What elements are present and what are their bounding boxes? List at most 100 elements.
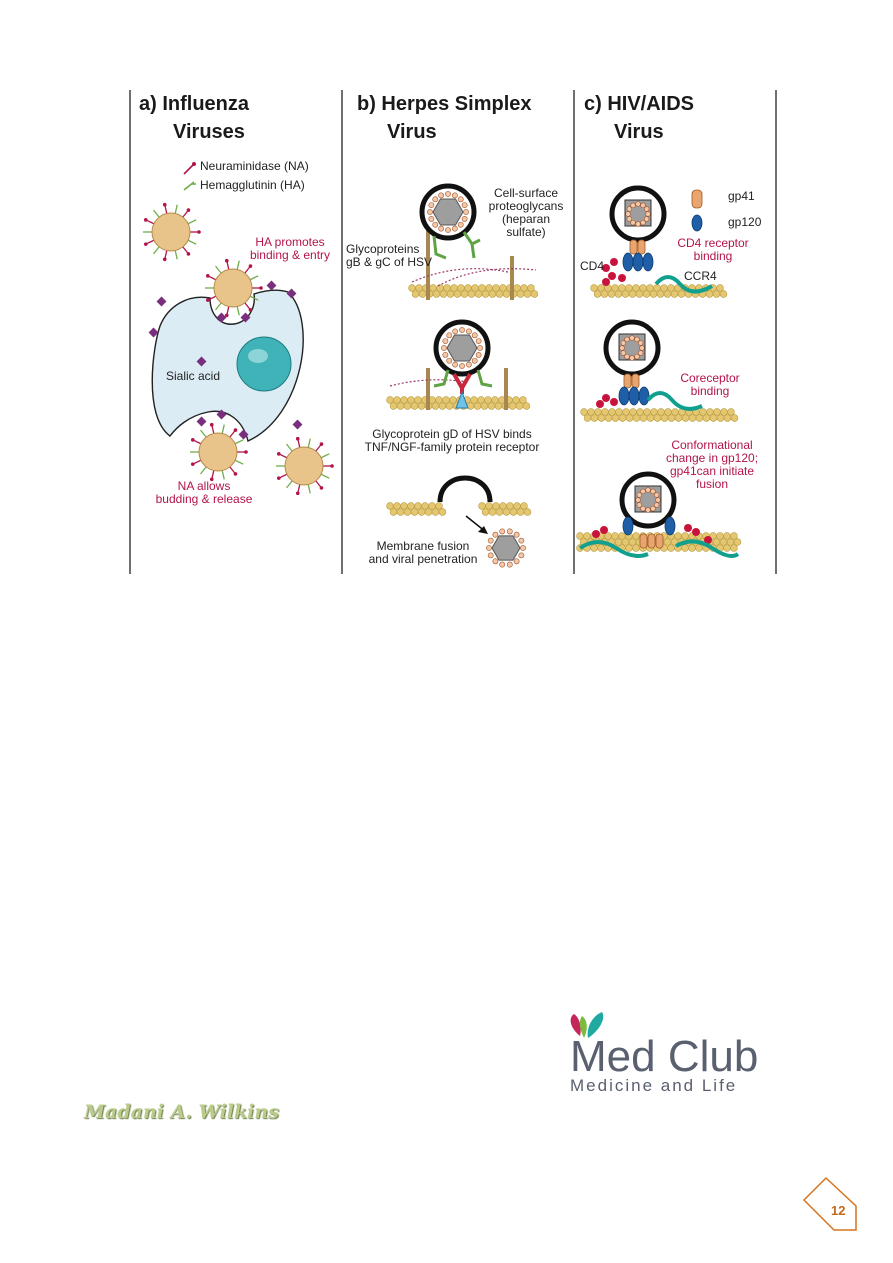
membrane xyxy=(386,502,447,516)
hsv-virion-attach xyxy=(419,183,477,241)
cd4-bead xyxy=(610,258,618,266)
coreceptor-line1: Coreceptor xyxy=(680,371,740,385)
gp120-marker xyxy=(622,252,634,272)
logo-name: Med Club xyxy=(570,1032,759,1081)
conf-line2: change in gp120; xyxy=(665,451,759,465)
cd4-bead xyxy=(602,278,610,286)
med-club-logo: Med Club Medicine and Life xyxy=(564,1008,784,1098)
hiv-graphics xyxy=(576,185,742,558)
sialic-acid-label: Sialic acid xyxy=(166,369,221,383)
hiv-virion-fusion xyxy=(619,471,677,529)
cd4-bead xyxy=(602,394,610,402)
panel-c-title: c) HIV/AIDS Virus xyxy=(584,90,694,146)
cd4-bead xyxy=(608,272,616,280)
cd4-bead xyxy=(684,524,692,532)
conformational-note: Conformational change in gp120; gp41can … xyxy=(662,439,762,491)
na-note-line2: budding & release xyxy=(155,492,253,506)
gp41-marker xyxy=(631,373,640,389)
panel-b-title-line2: Virus xyxy=(387,121,437,143)
cd4-bead xyxy=(600,526,608,534)
herpes-graphics xyxy=(386,183,539,568)
cd4-bead xyxy=(618,274,626,282)
cd4-binding-line2: binding xyxy=(693,249,733,263)
cell-surface-label: Cell-surface proteoglycans (heparan sulf… xyxy=(482,187,570,239)
panel-c-title-line2: Virus xyxy=(614,121,664,143)
ccr4-coreceptor xyxy=(675,539,740,558)
legend-neuraminidase: Neuraminidase (NA) xyxy=(200,159,309,173)
legend-hemagglutinin: Hemagglutinin (HA) xyxy=(200,178,305,192)
gp41-marker xyxy=(647,533,656,549)
ccr4-label: CCR4 xyxy=(684,269,717,283)
page-badge-shape xyxy=(802,1176,857,1231)
glyco-line2: gB & gC of HSV xyxy=(346,255,433,269)
coreceptor-note: Coreceptor binding xyxy=(672,372,748,398)
tnf-receptor xyxy=(455,390,469,409)
panel-b-title-line1: b) Herpes Simplex xyxy=(357,93,532,115)
gp41-marker xyxy=(639,533,648,549)
hsv-virion-binding xyxy=(433,319,491,377)
gp120-marker xyxy=(618,386,630,406)
glycoprotein-gc xyxy=(476,369,493,388)
gp120-marker xyxy=(642,252,654,272)
glyco-line1: Glycoproteins xyxy=(346,242,420,256)
panel-a-title-line1: a) Influenza xyxy=(139,93,250,115)
ccr4-coreceptor xyxy=(654,275,714,294)
ccr4-coreceptor xyxy=(578,540,649,558)
cd4-bead xyxy=(704,536,712,544)
gd-line2: TNF/NGF-family protein receptor xyxy=(364,440,540,454)
entry-arrow-head xyxy=(478,526,488,534)
panel-a-title-line2: Viruses xyxy=(173,121,245,143)
proteoglycan-chain xyxy=(411,268,509,283)
influenza-virion-binding xyxy=(205,258,263,318)
hiv-virion-attach xyxy=(609,185,667,243)
cd4-bead xyxy=(596,400,604,408)
membrane xyxy=(478,502,532,516)
gp120-label: gp120 xyxy=(728,215,762,229)
fusion-line2: and viral penetration xyxy=(368,552,478,566)
glycoprotein-gc xyxy=(432,235,447,260)
cd4-binding-note: CD4 receptor binding xyxy=(668,237,758,263)
ha-promotes-note: HA promotes binding & entry xyxy=(244,236,336,262)
coreceptor-line2: binding xyxy=(690,384,730,398)
gp41-marker xyxy=(637,239,646,255)
glycoprotein-gb xyxy=(433,369,450,388)
na-note-line1: NA allows xyxy=(177,479,231,493)
panel-b-title: b) Herpes Simplex Virus xyxy=(357,90,532,146)
gp41-marker xyxy=(623,373,632,389)
logo-tagline: Medicine and Life xyxy=(570,1076,738,1095)
panel-a-title: a) Influenza Viruses xyxy=(139,90,249,146)
cell-surface-line3: (heparan xyxy=(501,212,551,226)
fused-envelope xyxy=(437,475,493,503)
ha-legend-icon xyxy=(183,181,196,191)
page-number: 12 xyxy=(831,1203,846,1218)
gp41-marker xyxy=(629,239,638,255)
gp41-marker xyxy=(655,533,664,549)
nucleus xyxy=(236,336,292,392)
figure-viral-entry: a) Influenza Viruses b) Herpes Simplex V… xyxy=(128,86,778,574)
cd4-bead xyxy=(610,398,618,406)
influenza-virion-budding xyxy=(190,422,248,482)
ha-note-line2: binding & entry xyxy=(249,248,331,262)
gp120-marker xyxy=(664,516,676,536)
page-number-badge: 12 xyxy=(800,1176,860,1232)
glycoproteins-label: Glycoproteins gB & gC of HSV xyxy=(346,243,432,269)
conf-line4: fusion xyxy=(695,477,729,491)
membrane xyxy=(386,396,531,410)
influenza-virions xyxy=(143,202,334,496)
cd4-label: CD4 xyxy=(580,259,605,273)
conf-line1: Conformational xyxy=(671,438,753,452)
gd-binds-label: Glycoprotein gD of HSV binds TNF/NGF-fam… xyxy=(354,428,550,454)
na-allows-note: NA allows budding & release xyxy=(148,480,260,506)
cd4-bead xyxy=(602,264,610,272)
cd4-bead xyxy=(592,530,600,538)
gp120-marker xyxy=(622,516,634,536)
membrane xyxy=(580,408,739,422)
host-cell xyxy=(151,289,304,442)
gp41-label: gp41 xyxy=(728,189,755,203)
glycoprotein-gb xyxy=(462,231,481,259)
gp41-legend-icon xyxy=(691,189,703,209)
figure-graphics xyxy=(129,90,777,574)
panel-c-title-line1: c) HIV/AIDS xyxy=(584,93,695,115)
influenza-virion-free xyxy=(143,202,201,262)
released-capsid xyxy=(486,528,526,568)
